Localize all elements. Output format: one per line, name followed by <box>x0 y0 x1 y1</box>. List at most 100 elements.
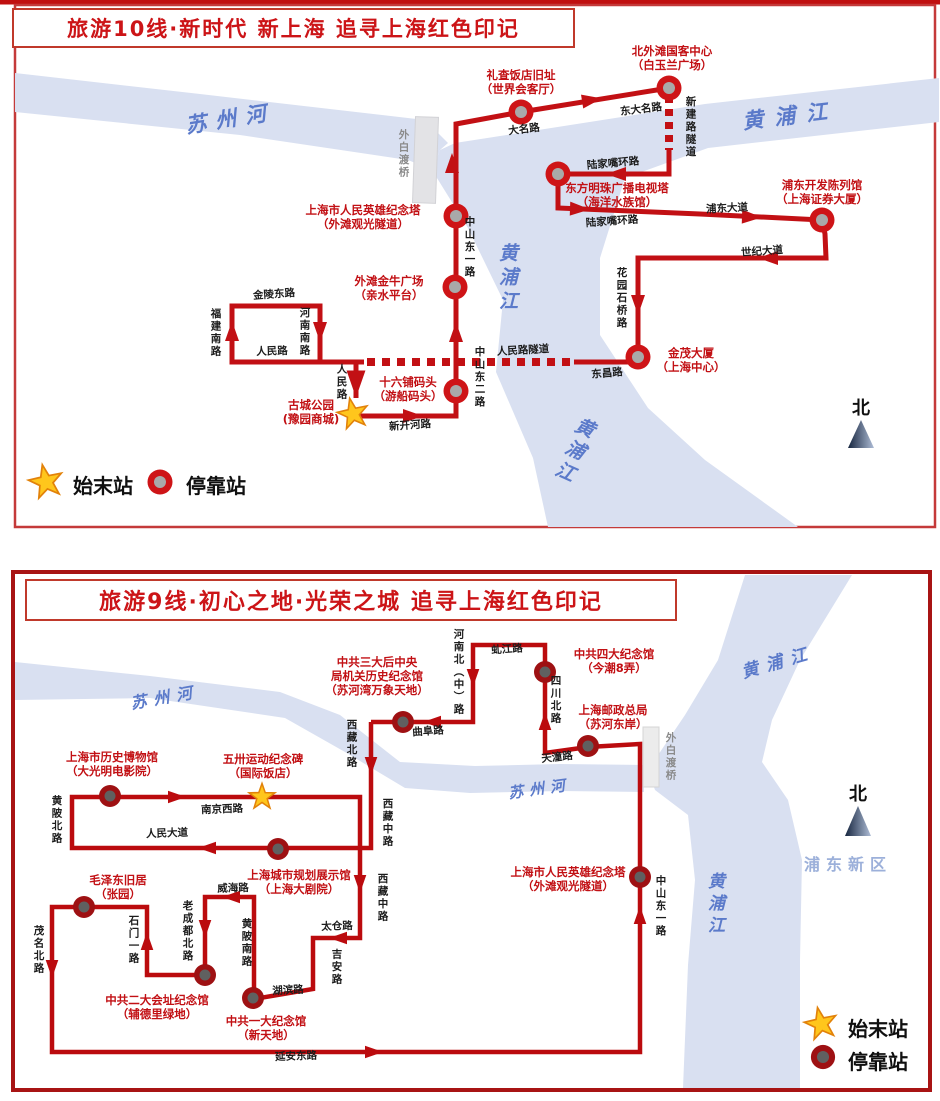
map10-frame <box>13 3 937 529</box>
road-label-xinkaihelu: 新开河路 <box>388 418 432 433</box>
stop-marker-pudongkaifa <box>809 207 835 233</box>
direction-arrow <box>140 932 154 950</box>
road-label-xizangbeilu: 西藏北路 <box>345 719 358 769</box>
waibaidu-bridge <box>642 726 660 788</box>
road-label-zhongshandong2: 中山东二路 <box>473 345 486 409</box>
road-label-huayuanshiqiao: 花园石桥路 <box>615 266 628 330</box>
map9-rivers <box>15 575 852 1088</box>
river-label-huangpu-mid: 黄浦江 <box>496 243 518 315</box>
stop-label-maozedong: 毛泽东旧居（张园） <box>89 873 147 901</box>
road-label-zhongshandong1: 中山东一路 <box>463 215 476 279</box>
road-label-sichuanbeilu: 四川北路 <box>549 675 562 725</box>
stop-label-sida: 中共四大纪念馆（今潮8弄） <box>573 647 655 675</box>
stop-label-yida: 中共一大纪念馆（新天地） <box>225 1014 307 1042</box>
legend-stop-icon <box>147 469 173 495</box>
stop-label-mingzhu: 东方明珠广播电视塔（海洋水族馆） <box>565 181 669 209</box>
stop-label-lizha: 礼查饭店旧址（世界会客厅） <box>480 68 562 96</box>
stop-label-shiliupu: 十六铺码头（游船码头） <box>373 375 443 403</box>
stop-label-jinianta: 上海市人民英雄纪念塔（外滩观光隧道） <box>305 203 421 231</box>
direction-arrow <box>198 920 212 938</box>
stop-label-jinianta: 上海市人民英雄纪念塔（外滩观光隧道） <box>510 865 626 893</box>
road-label-henannanlu: 河南南路 <box>298 307 311 357</box>
direction-arrow <box>631 295 645 315</box>
north-label: 北 <box>849 784 867 805</box>
road-label-huangpinanlu: 黄陂南路 <box>240 918 253 968</box>
north-label: 北 <box>852 398 870 419</box>
road-label-laochengdubeilu: 老成都北路 <box>181 899 194 963</box>
road-label-renminlu-vertical: 人民路 <box>335 363 348 401</box>
river-label-huangpu-south: 黄浦江 <box>704 872 724 938</box>
stop-marker-lishibowuguan <box>99 785 121 807</box>
direction-arrow <box>45 960 59 978</box>
legend-terminal-star-icon <box>801 1003 841 1042</box>
road-label-renminlu-tunnel: 人民路隧道 <box>496 343 550 358</box>
road-label-shimenyilu: 石门一路 <box>127 915 140 965</box>
road-label-fujiannanlu: 福建南路 <box>209 308 222 358</box>
stop-label-lishibowuguan: 上海市历史博物馆（大光明电影院） <box>66 750 158 778</box>
stop-marker-erda <box>194 964 216 986</box>
north-arrow-icon <box>845 806 871 836</box>
stop-marker-beiwaitan <box>656 75 682 101</box>
stop-label-sandahou: 中共三大后中央局机关历史纪念馆（苏河湾万象天地） <box>325 655 429 697</box>
direction-arrow <box>353 875 367 893</box>
terminal-label-gucheng: 古城公园(豫园商城) <box>282 398 340 426</box>
stop-marker-shiliupu <box>443 378 469 404</box>
direction-arrow <box>313 322 327 342</box>
road-label-henanbeilu: 河南北（中）路 <box>452 628 465 716</box>
map9-frame <box>11 570 932 1092</box>
road-label-jinlingdonglu: 金陵东路 <box>252 287 296 302</box>
stop-label-beiwaitan: 北外滩国客中心（白玉兰广场） <box>631 44 713 72</box>
road-label-xinjianlu-tunnel: 新建路隧道 <box>684 95 697 159</box>
road-label-maomingbeilu: 茂名北路 <box>32 925 45 975</box>
road-label-renmindadao: 人民大道 <box>145 826 189 841</box>
top-edge-bar <box>0 0 940 5</box>
legend-terminal-label: 始末站 <box>73 474 133 498</box>
map10-title: 旅游10线·新时代 新上海 追寻上海红色印记 <box>12 8 575 48</box>
road-label-taicanglu: 太仓路 <box>321 919 353 934</box>
direction-arrow <box>225 321 239 341</box>
stop-label-youzheng: 上海邮政总局（苏河东岸） <box>578 703 648 731</box>
road-label-yanandonglu: 延安东路 <box>274 1049 318 1064</box>
road-label-dongchanglu: 东昌路 <box>590 366 624 381</box>
road-label-xizangzhonglu-upper: 西藏中路 <box>381 798 394 848</box>
road-label-zhongshandong1: 中山东一路 <box>654 874 667 938</box>
stop-marker-guihua <box>267 838 289 860</box>
stop-label-jinniu: 外滩金牛广场（亲水平台） <box>354 274 424 302</box>
legend-stop-label: 停靠站 <box>186 474 246 498</box>
road-label-pudongdadao: 浦东大道 <box>705 201 749 216</box>
direction-arrow <box>168 790 186 804</box>
stop-label-pudongkaifa: 浦东开发陈列馆（上海证券大厦） <box>776 178 868 206</box>
road-label-nanjingxilu: 南京西路 <box>200 802 244 817</box>
route10-tunnels <box>364 96 673 366</box>
map10-rivers <box>15 73 939 527</box>
north-arrow-icon <box>848 420 874 448</box>
direction-arrow <box>449 322 463 342</box>
route9-line <box>49 642 643 1055</box>
legend-stop-label: 停靠站 <box>848 1050 908 1074</box>
direction-arrow <box>198 841 216 855</box>
road-label-huangpibeilu: 黄陂北路 <box>50 795 63 845</box>
stop-marker-youzheng <box>577 735 599 757</box>
map10-title-text: 旅游10线·新时代 新上海 追寻上海红色印记 <box>67 17 520 41</box>
legend-stop-icon <box>810 1044 836 1070</box>
road-label-qufulu: 曲阜路 <box>411 724 445 739</box>
waibaidu-bridge <box>411 116 440 204</box>
terminal-star-wusa <box>248 782 276 809</box>
region-label-pudongxinqu: 浦东新区 <box>803 855 893 874</box>
road-label-shijidadao: 世纪大道 <box>740 244 784 259</box>
bridge-label-waibaiduqiao: 外白渡桥 <box>397 129 410 179</box>
road-label-qiujianglu: 虬江路 <box>490 642 524 657</box>
direction-arrow <box>633 906 647 924</box>
direction-arrow <box>365 1045 383 1059</box>
stop-label-erda: 中共二大会址纪念馆（辅德里绿地） <box>105 993 209 1021</box>
stop-label-jinmao: 金茂大厦（上海中心） <box>656 346 726 374</box>
bridge-label-waibaiduqiao: 外白渡桥 <box>664 732 677 782</box>
legend-terminal-star-icon <box>25 460 67 501</box>
direction-arrow <box>466 669 480 687</box>
map9-title: 旅游9线·初心之地·光荣之城 追寻上海红色印记 <box>25 579 677 621</box>
map9-title-text: 旅游9线·初心之地·光荣之城 追寻上海红色印记 <box>99 590 603 615</box>
stop-label-guihua: 上海城市规划展示馆（上海大剧院） <box>247 868 351 896</box>
stop-marker-jinianta <box>629 866 651 888</box>
